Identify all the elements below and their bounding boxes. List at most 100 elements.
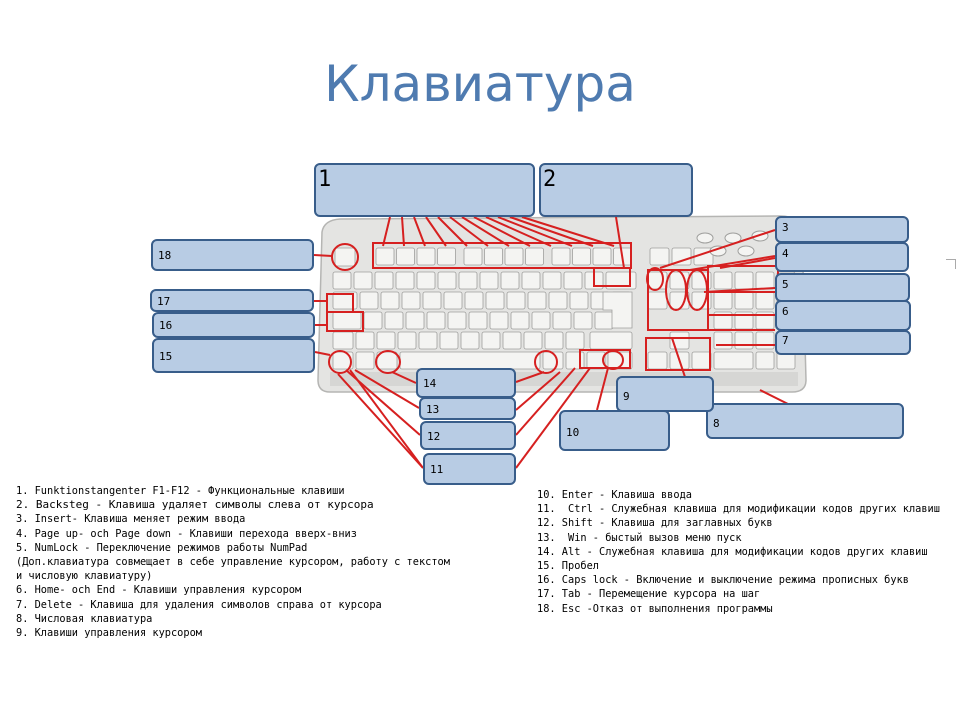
key-numpad <box>734 331 754 350</box>
media-button <box>696 232 714 244</box>
callout-18: 18 <box>151 239 314 271</box>
key <box>397 331 417 350</box>
key <box>542 271 562 290</box>
legend-item: 11. Ctrl - Служебная клавиша для модифик… <box>537 503 940 516</box>
pointer-line <box>425 216 447 247</box>
key <box>363 311 383 330</box>
callout-5: 5 <box>775 273 910 302</box>
key-function <box>416 247 436 266</box>
pointer-line <box>313 254 333 257</box>
legend-item: 4. Page up- och Page down - Клавиши пере… <box>16 527 357 540</box>
pointer-line <box>521 216 615 247</box>
key <box>401 291 421 310</box>
key-function <box>504 247 524 266</box>
callout-8: 8 <box>706 403 904 439</box>
key <box>531 311 551 330</box>
legend-item: 6. Home- och End - Клавиши управления ку… <box>16 584 302 597</box>
key-shift-right <box>589 331 633 350</box>
key-alt-right <box>542 351 564 370</box>
key-function <box>396 247 415 266</box>
key <box>359 291 379 310</box>
key-space <box>399 351 541 370</box>
callout-15: 15 <box>152 338 315 373</box>
key <box>353 271 373 290</box>
callout-2: 2 <box>539 163 693 217</box>
pointer-line <box>354 369 420 409</box>
pointer-frame-arrows <box>645 337 711 371</box>
pointer-line <box>391 371 417 384</box>
key-numpad <box>755 331 775 350</box>
pointer-frame-fkeys <box>372 242 632 269</box>
pointer-frame-caps <box>326 311 364 332</box>
key-navigation <box>647 291 668 310</box>
legend-item: 14. Alt - Служебная клавиша для модифика… <box>537 545 928 558</box>
key <box>384 311 404 330</box>
pointer-line <box>509 216 594 247</box>
key <box>422 291 442 310</box>
key <box>565 331 585 350</box>
key <box>527 291 547 310</box>
key <box>437 271 457 290</box>
pointer-ring-alt <box>375 350 401 374</box>
key <box>332 271 352 290</box>
pointer-line <box>515 371 561 411</box>
edge-mark <box>946 259 956 269</box>
callout-10: 10 <box>559 410 670 451</box>
pointer-line <box>461 216 510 247</box>
legend-item: (Доп.клавиатура совмещает в себе управле… <box>16 556 457 583</box>
legend-item: 7. Delete - Клавиша для удаления символо… <box>16 598 382 611</box>
pointer-line <box>437 216 468 247</box>
key <box>569 291 589 310</box>
callout-9: 9 <box>616 376 714 412</box>
pointer-line <box>314 351 331 356</box>
legend-item: 17. Tab - Перемещение курсора на шаг <box>537 588 761 601</box>
key-function <box>484 247 503 266</box>
pointer-ring-alt-right <box>534 350 558 374</box>
legend-left: 1. Funktionstangenter F1-F12 - Функциона… <box>16 484 456 640</box>
legend-item: 8. Числовая клавиатура <box>16 612 153 625</box>
key-numpad <box>713 331 733 350</box>
legend-item: 12. Shift - Клавиша для заглавных букв <box>537 517 773 530</box>
key-numpad <box>734 271 754 290</box>
legend-item: 2. Backsteg - Клавиша удаляет символы сл… <box>16 498 374 512</box>
key <box>418 331 438 350</box>
pointer-lines <box>313 216 791 469</box>
key <box>376 331 396 350</box>
key-enter <box>602 291 633 329</box>
key <box>380 291 400 310</box>
pointer-backspace <box>615 216 625 269</box>
legend-item: 18. Esc -Отказ от выполнения программы <box>537 602 773 615</box>
key <box>573 311 593 330</box>
callout-7: 7 <box>775 330 911 355</box>
legend-item: 9. Клавиши управления курсором <box>16 627 202 640</box>
page-title: Клавиатура <box>324 55 636 113</box>
key <box>563 271 583 290</box>
pointer-line <box>515 371 545 383</box>
key <box>521 271 541 290</box>
pointer-line <box>337 373 424 469</box>
key <box>464 291 484 310</box>
legend-right: 10. Enter - Клавиша ввода 11. Ctrl - Слу… <box>537 488 947 616</box>
pointer-line <box>596 367 609 411</box>
pointer-ring-esc <box>331 243 359 271</box>
key <box>468 311 488 330</box>
key-win-right <box>565 351 585 370</box>
legend-item: 1. Funktionstangenter F1-F12 - Функциона… <box>16 485 345 497</box>
key <box>332 331 354 350</box>
pointer-line <box>413 216 426 247</box>
key <box>500 271 520 290</box>
key-function <box>375 247 395 266</box>
key-numpad <box>755 271 775 290</box>
key <box>332 311 362 330</box>
key <box>447 311 467 330</box>
key-numpad <box>713 291 733 310</box>
legend-item: 10. Enter - Клавиша ввода <box>537 489 692 501</box>
key-win-left <box>355 351 375 370</box>
pointer-line <box>689 255 776 271</box>
key-arrow <box>647 351 668 370</box>
legend-item: 15. Пробел <box>537 560 599 573</box>
callout-6: 6 <box>775 300 911 331</box>
key-backspace <box>605 271 637 290</box>
key <box>485 291 505 310</box>
key <box>489 311 509 330</box>
